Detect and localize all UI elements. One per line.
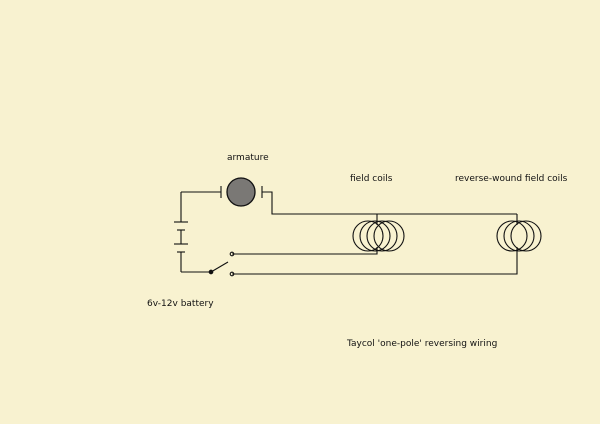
wire-field-coil-return <box>232 247 378 255</box>
battery-symbol <box>174 192 188 272</box>
armature-symbol <box>226 177 256 207</box>
label-armature: armature <box>227 153 269 163</box>
label-reverse-coils: reverse-wound field coils <box>455 174 568 184</box>
wire-reverse-coil-return <box>232 247 518 275</box>
reverse-field-coil <box>496 220 542 252</box>
field-coil <box>352 220 405 252</box>
diagram-caption: Taycol 'one-pole' reversing wiring <box>346 339 497 349</box>
wire-armature-to-coils <box>262 191 517 215</box>
label-battery: 6v-12v battery <box>147 299 214 309</box>
switch-symbol <box>181 251 235 277</box>
label-field-coils: field coils <box>350 174 393 184</box>
